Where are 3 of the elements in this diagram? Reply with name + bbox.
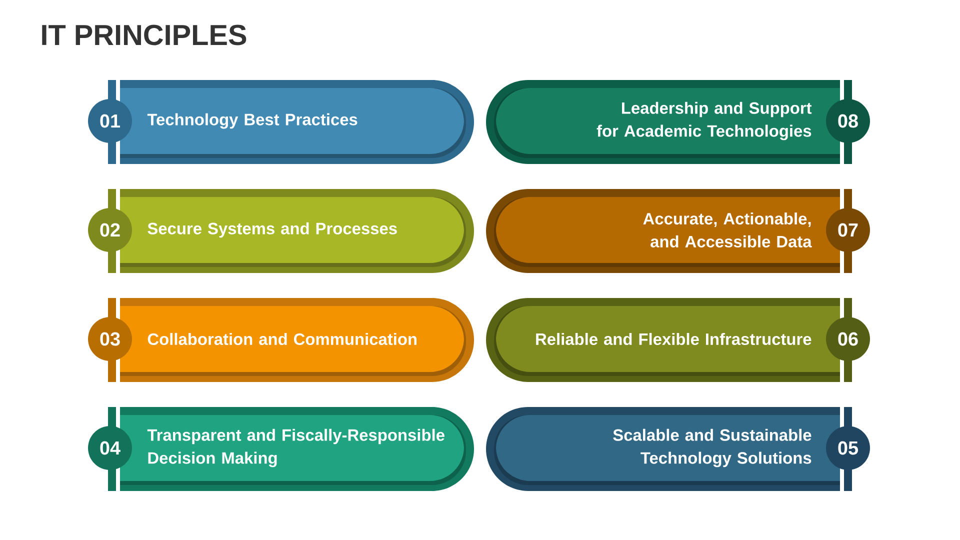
node-label: Technology Best Practices — [147, 113, 358, 129]
title: IT PRINCIPLES — [42, 24, 246, 46]
node-label: Secure Systems and Processes — [148, 222, 397, 238]
